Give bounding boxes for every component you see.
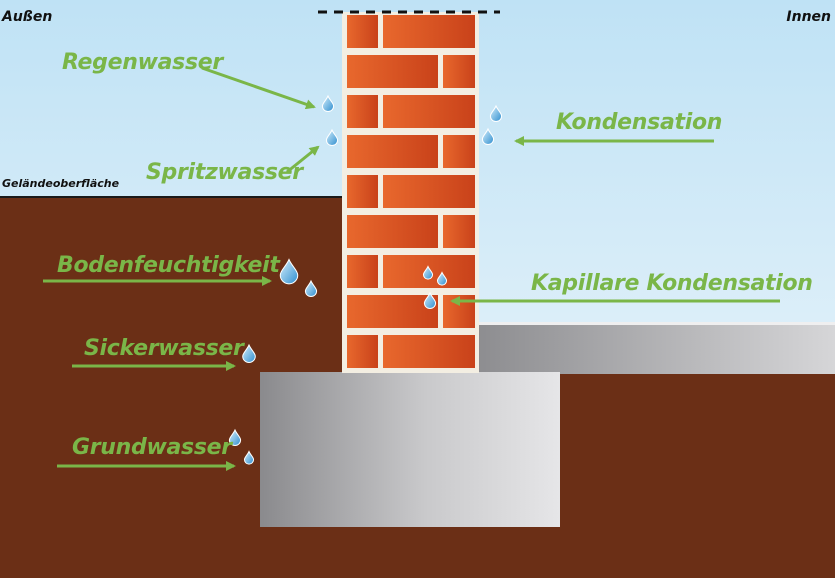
label-spritzwasser: Spritzwasser bbox=[146, 160, 303, 185]
water-drops bbox=[228, 94, 503, 465]
arrows bbox=[43, 66, 780, 471]
brick bbox=[347, 255, 378, 288]
brick bbox=[347, 135, 438, 168]
water-drop-icon bbox=[436, 271, 448, 286]
water-drop-icon bbox=[325, 128, 339, 146]
brick bbox=[347, 215, 438, 248]
label-grundwasser: Grundwasser bbox=[72, 435, 232, 460]
water-drop-icon bbox=[321, 94, 335, 112]
floor-slab bbox=[478, 324, 835, 374]
brick bbox=[443, 135, 475, 168]
water-drop-icon bbox=[304, 279, 318, 297]
label-sickerwasser: Sickerwasser bbox=[84, 336, 244, 361]
brick bbox=[443, 55, 475, 88]
bricks bbox=[347, 15, 475, 368]
foundation bbox=[260, 372, 560, 527]
label-outside: Außen bbox=[2, 9, 53, 25]
water-drop-icon bbox=[481, 127, 495, 145]
label-kapillare-kondensation: Kapillare Kondensation bbox=[531, 271, 813, 296]
brick bbox=[347, 95, 378, 128]
label-inside: Innen bbox=[786, 9, 831, 25]
water-drop-icon bbox=[228, 428, 242, 446]
label-kondensation: Kondensation bbox=[556, 110, 723, 135]
ground-surface-label: Geländeoberfläche bbox=[2, 177, 120, 190]
label-regenwasser: Regenwasser bbox=[62, 50, 223, 75]
brick bbox=[383, 175, 475, 208]
brick bbox=[347, 55, 438, 88]
brick bbox=[383, 335, 475, 368]
water-drop-icon bbox=[489, 104, 503, 122]
label-bodenfeuchtigkeit: Bodenfeuchtigkeit bbox=[57, 253, 280, 278]
floor-slab-top bbox=[478, 322, 835, 325]
water-drop-icon bbox=[423, 291, 437, 309]
brick bbox=[347, 175, 378, 208]
water-drop-icon bbox=[422, 265, 434, 280]
brick bbox=[383, 95, 475, 128]
brick bbox=[443, 215, 475, 248]
water-drop-icon bbox=[279, 258, 299, 285]
brick bbox=[347, 335, 378, 368]
brick bbox=[383, 15, 475, 48]
water-drop-icon bbox=[242, 343, 256, 363]
brick bbox=[347, 15, 378, 48]
arrow-spritzwasser bbox=[286, 145, 320, 174]
brick bbox=[347, 295, 438, 328]
water-drop-icon bbox=[243, 450, 255, 465]
arrow-regenwasser bbox=[201, 66, 316, 110]
